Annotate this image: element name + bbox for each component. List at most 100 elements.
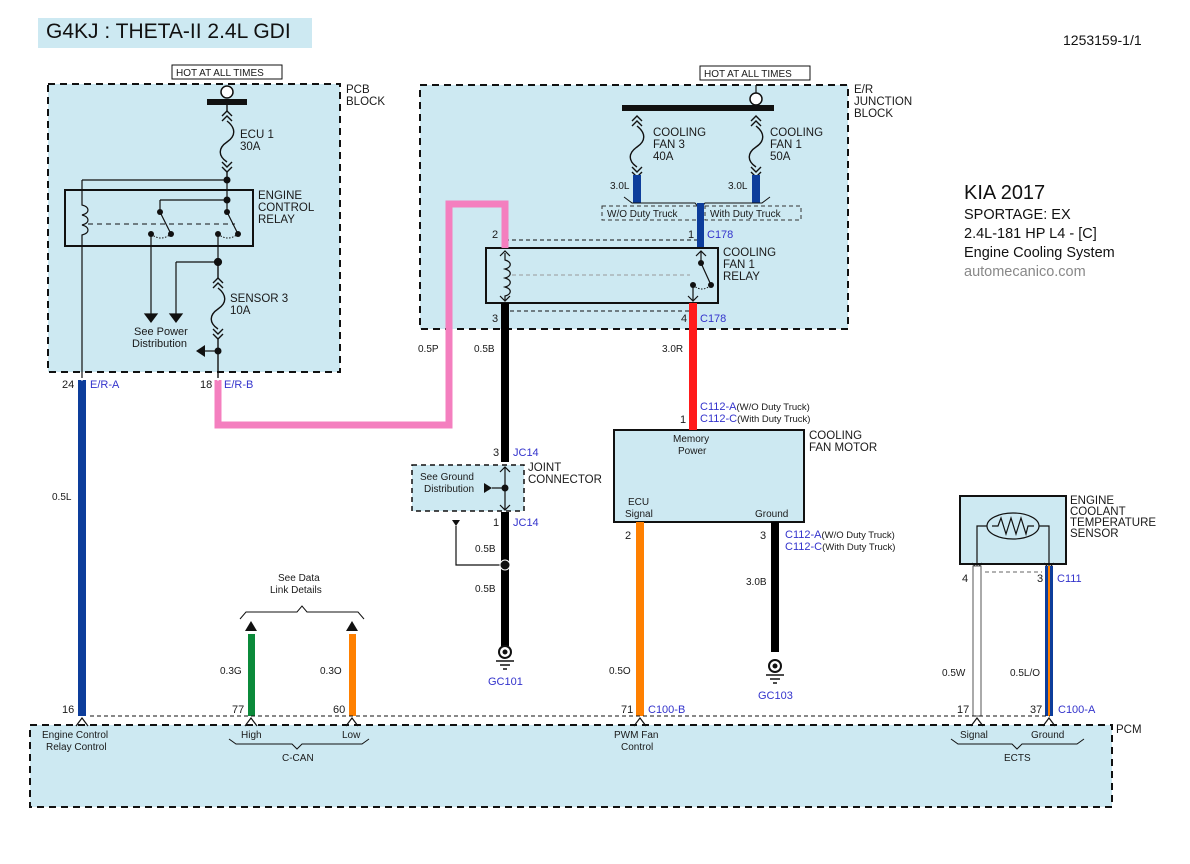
sensor3-fuse-name: SENSOR 3	[230, 293, 288, 305]
document-number: 1253159-1/1	[1063, 32, 1142, 48]
ground-branch-arrow	[452, 520, 460, 526]
fan-conn-c-bottom: C112-C(With Duty Truck)	[785, 541, 895, 553]
engine-relay-label-2: CONTROL	[258, 202, 315, 214]
joint-connector	[484, 466, 511, 511]
wire-blue-orange-tracer	[1048, 566, 1050, 716]
engine-relay-label-3: RELAY	[258, 214, 295, 226]
fan-ecu-label-1: ECU	[628, 497, 649, 508]
wire-red-gauge: 3.0R	[662, 344, 683, 355]
sensor3-fuse-icon	[210, 262, 226, 378]
pcm-pin-77: 77	[232, 704, 244, 716]
relay-pin-4: 4	[681, 313, 687, 325]
wire-relay-feed	[697, 203, 704, 247]
wire-black-gauge: 0.5B	[474, 344, 495, 355]
can-low-arrow[interactable]	[346, 621, 358, 631]
er-hot-label: HOT AT ALL TIMES	[704, 69, 792, 80]
see-ground-line1: See Ground	[420, 472, 474, 483]
wire-fan-ground-gauge: 3.0B	[746, 577, 767, 588]
wire-black-relay-ground	[501, 303, 509, 462]
jc-conn-top: JC14	[513, 447, 539, 459]
fan-conn-c-bottom-note: (With Duty Truck)	[822, 542, 895, 553]
power-distribution-arrows	[143, 234, 223, 323]
er-block-label-2: JUNCTION	[854, 96, 912, 108]
engine-relay-label-1: ENGINE	[258, 190, 302, 202]
wire-blue-gauge: 0.5L	[52, 492, 72, 503]
fan-memory-label-2: Power	[678, 446, 707, 457]
pcm-relay-ctrl-1: Engine Control	[42, 730, 108, 741]
pcm-pin-37: 37	[1030, 704, 1042, 716]
wire-ects-signal-gauge: 0.5W	[942, 668, 966, 679]
er-power-terminal	[749, 92, 763, 106]
pcb-block-label-2: BLOCK	[346, 96, 385, 108]
fan-motor-label-2: FAN MOTOR	[809, 442, 877, 454]
er-block-label-1: E/R	[854, 84, 873, 96]
source-site: automecanico.com	[964, 263, 1086, 280]
ects-label-4: SENSOR	[1070, 528, 1119, 540]
wire-fan3-gauge: 3.0L	[610, 181, 630, 192]
ecu1-fuse-name: ECU 1	[240, 129, 274, 141]
cooling-fan-motor	[613, 429, 805, 523]
pcm-can-group: C-CAN	[282, 753, 314, 764]
jc-pin-3: 3	[493, 447, 499, 459]
wire-fan1-gauge: 3.0L	[728, 181, 748, 192]
ects-brace	[950, 738, 1085, 750]
pcm-ects-group: ECTS	[1004, 753, 1031, 764]
fan-pin-1: 1	[680, 414, 686, 426]
pcm-conn-c100a: C100-A	[1058, 704, 1096, 716]
jc-conn-bottom: JC14	[513, 517, 539, 529]
option-with-box	[704, 205, 802, 221]
pcm-pwm-2: Control	[621, 742, 653, 753]
wire-jc-gauge-1: 0.5B	[475, 544, 496, 555]
fan-pin-3: 3	[760, 530, 766, 542]
ects-pin-3: 3	[1037, 573, 1043, 585]
data-link-brace	[239, 605, 365, 620]
vehicle-model: SPORTAGE: EX	[964, 207, 1071, 223]
vehicle-info: KIA 2017 SPORTAGE: EX 2.4L-181 HP L4 - […	[964, 180, 1115, 281]
er-bus-bar	[622, 105, 774, 111]
pcb-block-label-1: PCB	[346, 84, 370, 96]
jc-pin-1: 1	[493, 517, 499, 529]
wire-black-fan-ground	[771, 522, 779, 652]
pcm-pwm-1: PWM Fan	[614, 730, 658, 741]
fan-conn-a-bottom: C112-A(W/O Duty Truck)	[785, 529, 895, 541]
wire-red-relay-output	[689, 303, 697, 430]
can-high-arrow[interactable]	[245, 621, 257, 631]
wire-orange-gauge: 0.5O	[609, 666, 631, 677]
vehicle-engine: 2.4L-181 HP L4 - [C]	[964, 225, 1097, 242]
relay-pin-2: 2	[492, 229, 498, 241]
pcm-relay-ctrl-2: Relay Control	[46, 742, 107, 753]
pcb-pin-18: 18	[200, 379, 212, 391]
fan-conn-a-top-note: (W/O Duty Truck)	[736, 402, 809, 413]
fan-relay-label-2: FAN 1	[723, 259, 755, 271]
ects-label-1: ENGINE	[1070, 495, 1114, 507]
pcm-can-low: Low	[342, 730, 361, 741]
ground-gc101-icon	[496, 645, 514, 670]
pcb-hot-label-box	[171, 64, 283, 80]
wire-black-jc-out	[501, 512, 509, 646]
fan-conn-a-top: C112-A(W/O Duty Truck)	[700, 401, 810, 413]
fan3-fuse-line1: COOLING	[653, 127, 706, 139]
pcb-conn-er-b: E/R-B	[224, 379, 253, 391]
pcm-pin-60: 60	[333, 704, 345, 716]
pcm-pin-17: 17	[957, 704, 969, 716]
wire-can-high-gauge: 0.3G	[220, 666, 242, 677]
fan-conn-c-top-note: (With Duty Truck)	[737, 414, 810, 425]
vehicle-make-year: KIA 2017	[964, 182, 1046, 204]
pcb-block	[47, 83, 341, 373]
engine-control-relay	[64, 176, 254, 378]
sensor3-fuse-rating: 10A	[230, 305, 251, 317]
fan-pin-2: 2	[625, 530, 631, 542]
joint-connector-label-1: JOINT	[528, 462, 561, 474]
wire-jc-gauge-2: 0.5B	[475, 584, 496, 595]
wire-can-low-gauge: 0.3O	[320, 666, 342, 677]
wire-white-ects-signal	[972, 565, 982, 717]
pcm-can-high: High	[241, 730, 262, 741]
pcm-pin-terminals	[75, 717, 1056, 727]
er-b-terminal	[212, 373, 224, 382]
vehicle-system: Engine Cooling System	[964, 244, 1115, 261]
fan-conn-a-bottom-note: (W/O Duty Truck)	[821, 530, 894, 541]
pcm-ects-ground: Ground	[1031, 730, 1064, 741]
ects-pin-4: 4	[962, 573, 968, 585]
data-link-line1: See Data	[278, 573, 320, 584]
